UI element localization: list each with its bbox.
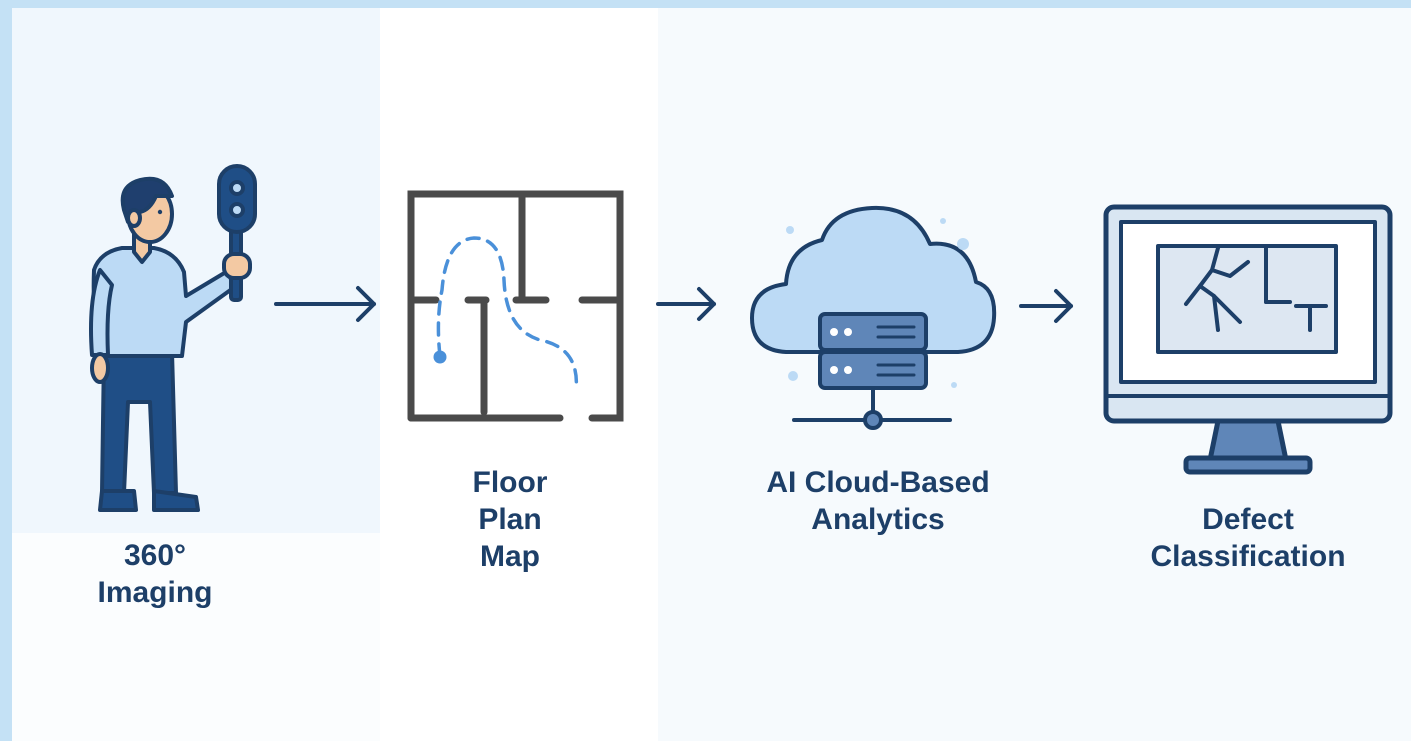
step-label-defect-classification: Defect Classification bbox=[1150, 503, 1346, 573]
panel-floorplan-bg bbox=[380, 8, 658, 741]
step-label-360-imaging: 360° Imaging bbox=[97, 539, 213, 609]
panel-lower-left-bg bbox=[12, 533, 380, 741]
floor-plan-icon bbox=[407, 190, 624, 422]
monitor-defect-icon bbox=[1103, 204, 1393, 475]
arrow-right-icon bbox=[1019, 289, 1073, 323]
person-with-360-camera-icon bbox=[89, 164, 257, 512]
arrow-right-icon bbox=[656, 287, 716, 321]
crack-icon bbox=[1184, 246, 1250, 332]
step-label-floor-plan-map: Floor Plan Map bbox=[472, 466, 548, 573]
start-point-marker bbox=[433, 350, 447, 364]
arrow-right-icon bbox=[274, 286, 376, 322]
panel-imaging-bg bbox=[12, 8, 380, 533]
flow-arrows bbox=[274, 286, 1073, 323]
step-label-ai-cloud-analytics: AI Cloud-Based Analytics bbox=[766, 466, 990, 536]
cloud-server-icon bbox=[750, 205, 997, 430]
